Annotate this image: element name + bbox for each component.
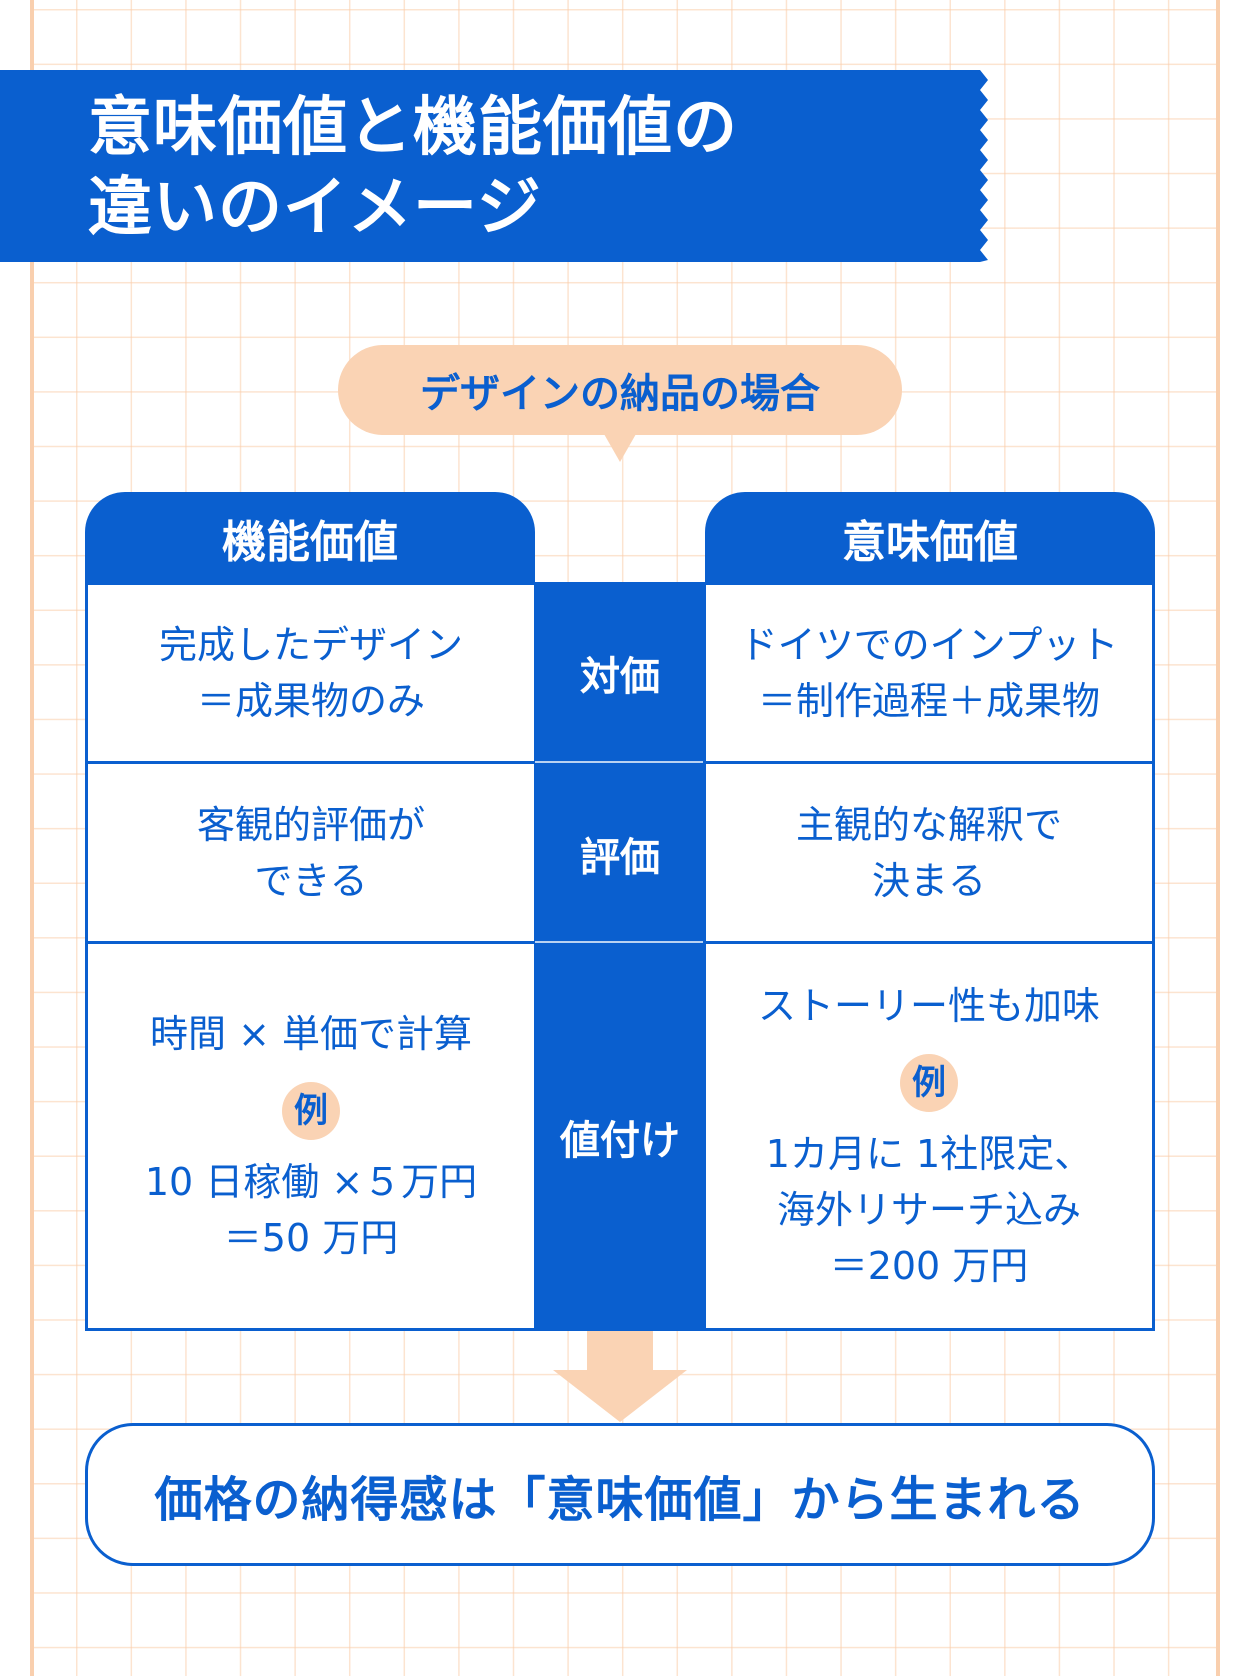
title-line-2: 違いのイメージ [88,171,542,245]
conclusion-box: 価格の納得感は「意味価値」から生まれる [85,1423,1155,1566]
down-arrow-icon [587,1331,653,1371]
page-title: 意味価値と機能価値の 違いのイメージ [88,88,738,248]
row-label-compensation: 対価 [535,582,705,764]
context-speech-bubble: デザインの納品の場合 [338,345,902,435]
cell-text: できる [254,858,368,903]
cell-text: 客観的評価が [196,802,425,847]
example-text: 10 日稼働 ×５万円 [144,1160,478,1204]
cell-semantic-compensation: ドイツでのインプット ＝制作過程＋成果物 [703,582,1155,764]
column-header-functional-value: 機能価値 [85,492,535,584]
cell-text: ドイツでのインプット [739,623,1119,667]
example-text: 1カ月に 1社限定、 [765,1132,1093,1176]
pricing-summary: 時間 × 単価で計算 [150,1012,472,1056]
speech-bubble-tail-icon [604,434,636,462]
pricing-summary: ストーリー性も加味 [757,984,1100,1028]
context-label: デザインの納品の場合 [420,371,820,417]
down-arrow-head-icon [553,1370,687,1422]
example-badge: 例 [282,1082,340,1140]
column-header-semantic-value: 意味価値 [705,492,1155,584]
cell-text: ＝成果物のみ [196,679,425,723]
cell-text: 完成したデザイン [158,623,463,667]
conclusion-text: 価格の納得感は「意味価値」から生まれる [154,1471,1086,1528]
cell-functional-evaluation: 客観的評価が できる [85,761,537,944]
example-text: 海外リサーチ込み [776,1188,1081,1232]
row-label-pricing: 値付け [535,941,705,1331]
cell-text: ＝制作過程＋成果物 [757,679,1100,723]
cell-text: 決まる [871,858,986,903]
cell-semantic-pricing: ストーリー性も加味 例 1カ月に 1社限定、 海外リサーチ込み ＝200 万円 [703,941,1155,1331]
row-label-evaluation: 評価 [535,761,705,944]
example-badge: 例 [900,1054,958,1112]
cell-text: 主観的な解釈で [795,802,1062,847]
cell-semantic-evaluation: 主観的な解釈で 決まる [703,761,1155,944]
title-line-1: 意味価値と機能価値の [88,91,738,165]
example-text: ＝200 万円 [829,1244,1029,1288]
example-text: ＝50 万円 [223,1216,399,1260]
cell-functional-compensation: 完成したデザイン ＝成果物のみ [85,582,537,764]
title-banner: 意味価値と機能価値の 違いのイメージ [0,70,988,262]
cell-functional-pricing: 時間 × 単価で計算 例 10 日稼働 ×５万円 ＝50 万円 [85,941,537,1331]
